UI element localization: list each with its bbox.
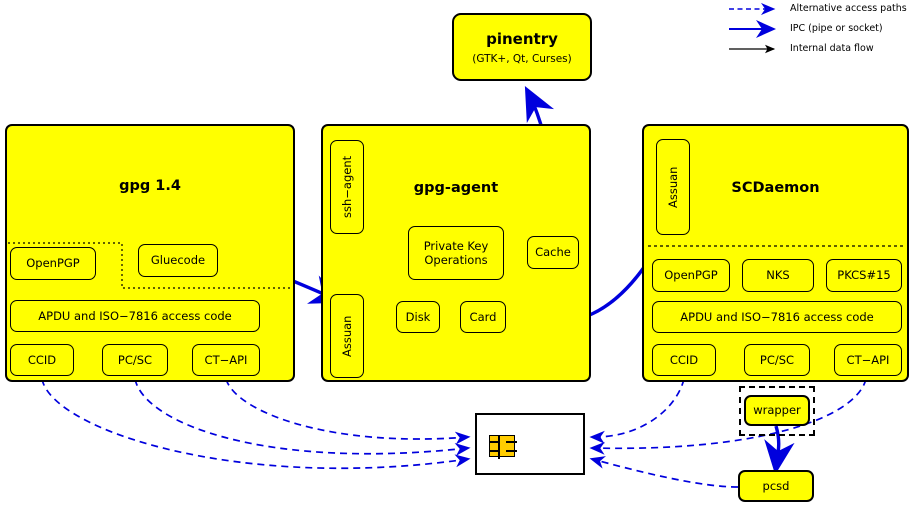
agent-node-private-key-operations[interactable]: Private Key Operations <box>408 226 504 280</box>
panel-gpg-agent-title: gpg-agent <box>413 180 499 196</box>
alt-gpg-pcsc-to-card <box>134 378 471 456</box>
legend-label-internal-data-flow: Internal data flow <box>790 43 874 54</box>
ipc-wrapper-to-pcsd <box>764 425 795 475</box>
gpg-node-ctapi[interactable]: CT−API <box>192 344 260 376</box>
alt-gpg-ccid-to-card <box>41 378 471 470</box>
agent-node-card[interactable]: Card <box>460 301 506 333</box>
scdaemon-node-apdu[interactable]: APDU and ISO−7816 access code <box>652 301 902 333</box>
gpg-node-gluecode[interactable]: Gluecode <box>138 244 218 277</box>
wrapper-node[interactable]: wrapper <box>744 395 810 426</box>
scdaemon-node-pkcs15[interactable]: PKCS#15 <box>826 259 902 292</box>
agent-node-ssh-agent[interactable]: ssh−agent <box>330 140 364 234</box>
alt-scd-ccid-to-card <box>589 378 685 444</box>
alt-gpg-ctapi-to-card <box>225 378 471 445</box>
smartcard[interactable] <box>475 413 585 475</box>
scdaemon-node-ctapi[interactable]: CT−API <box>834 344 902 376</box>
pinentry-title: pinentry <box>486 29 558 48</box>
agent-node-cache[interactable]: Cache <box>527 236 579 269</box>
alt-scd-ctapi-to-card <box>589 378 867 455</box>
scdaemon-node-pcsc[interactable]: PC/SC <box>744 344 810 376</box>
panel-gpg14-title: gpg 1.4 <box>119 178 181 194</box>
smartcard-chip-icon <box>489 435 517 459</box>
scdaemon-node-openpgp[interactable]: OpenPGP <box>652 259 730 292</box>
pcsd-node[interactable]: pcsd <box>738 470 814 502</box>
legend-label-alternative-access-paths: Alternative access paths <box>790 3 907 14</box>
alt-pcsd-to-card <box>589 456 739 488</box>
pinentry-box[interactable]: pinentry (GTK+, Qt, Curses) <box>452 13 592 81</box>
wrapper-dashed-enclosure <box>739 386 815 436</box>
scdaemon-node-assuan[interactable]: Assuan <box>656 139 690 235</box>
gpg-node-openpgp[interactable]: OpenPGP <box>10 247 96 280</box>
scdaemon-node-ccid[interactable]: CCID <box>652 344 716 376</box>
scdaemon-node-nks[interactable]: NKS <box>742 259 814 292</box>
panel-scdaemon-title: SCDaemon <box>731 180 820 196</box>
private-key-operations-line2: Operations <box>424 253 488 267</box>
legend-label-ipc: IPC (pipe or socket) <box>790 23 883 34</box>
agent-node-disk[interactable]: Disk <box>396 301 440 333</box>
gpg-node-apdu[interactable]: APDU and ISO−7816 access code <box>10 300 260 332</box>
gpg-node-pcsc[interactable]: PC/SC <box>102 344 168 376</box>
private-key-operations-line1: Private Key <box>423 238 489 253</box>
agent-node-assuan[interactable]: Assuan <box>330 294 364 378</box>
pinentry-subtitle: (GTK+, Qt, Curses) <box>472 52 572 65</box>
gpg-node-ccid[interactable]: CCID <box>10 344 74 376</box>
